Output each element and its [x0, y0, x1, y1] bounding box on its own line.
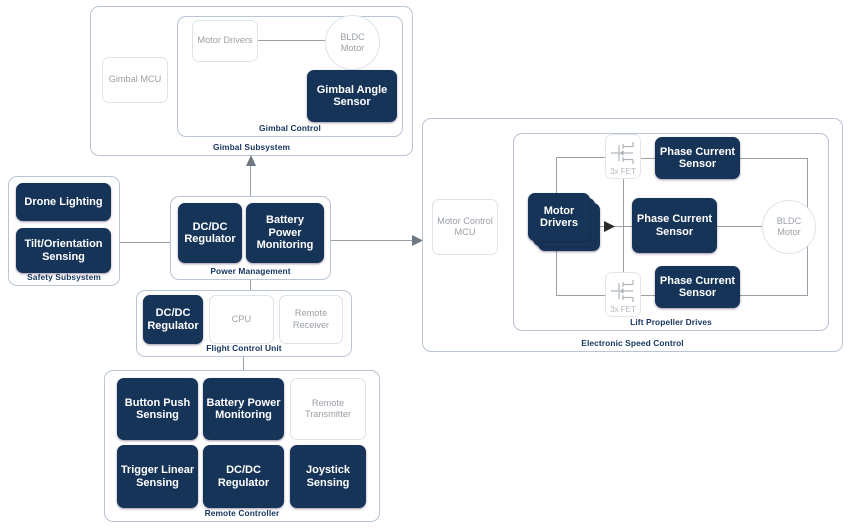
- block-fcu-cpu[interactable]: CPU: [209, 295, 274, 344]
- fet-bottom-label: 3x FET: [610, 305, 636, 314]
- block-fcu-remote-receiver[interactable]: Remote Receiver: [279, 295, 343, 344]
- block-rc-trigger-linear-sensing[interactable]: Trigger Linear Sensing: [117, 445, 198, 508]
- mosfet-icon: [611, 280, 634, 302]
- arrowhead-pm-to-esc: [412, 235, 423, 246]
- group-label-power-management: Power Management: [210, 266, 291, 276]
- block-gimbal-bldc-motor[interactable]: BLDC Motor: [325, 15, 380, 70]
- arrowhead-pm-to-gimbal: [246, 155, 256, 166]
- group-label-safety-subsystem: Safety Subsystem: [27, 272, 101, 282]
- wire-fet-bottom-to-pcs-bottom: [640, 295, 656, 297]
- wire-right-bottom-up: [807, 226, 809, 295]
- gimbal-bldc-motor-line2: Motor: [340, 42, 365, 53]
- mosfet-icon: [611, 142, 634, 164]
- block-gimbal-motor-drivers[interactable]: Motor Drivers: [192, 20, 258, 62]
- block-motor-control-mcu[interactable]: Motor Control MCU: [432, 199, 498, 255]
- block-fet-top[interactable]: 3x FET: [605, 134, 641, 179]
- block-phase-current-sensor-top[interactable]: Phase Current Sensor: [655, 137, 740, 179]
- wire-right-top-down: [807, 158, 809, 226]
- group-label-remote-controller: Remote Controller: [204, 508, 280, 518]
- wire-md-to-pcs-mid: [594, 226, 636, 228]
- fet-top-label: 3x FET: [610, 167, 636, 176]
- block-pm-battery-power-monitoring[interactable]: Battery Power Monitoring: [246, 203, 324, 263]
- block-rc-battery-power-monitoring[interactable]: Battery Power Monitoring: [203, 378, 284, 440]
- wire-pm-to-esc: [331, 240, 413, 242]
- block-rc-joystick-sensing[interactable]: Joystick Sensing: [290, 445, 366, 508]
- wire-safety-to-pm: [120, 242, 170, 244]
- group-label-electronic-speed-control: Electronic Speed Control: [581, 338, 684, 348]
- group-label-gimbal-subsystem: Gimbal Subsystem: [213, 142, 290, 152]
- block-pm-dcdc-regulator[interactable]: DC/DC Regulator: [178, 203, 242, 263]
- motor-drivers-front[interactable]: Motor Drivers: [528, 193, 590, 241]
- group-label-gimbal-control: Gimbal Control: [259, 123, 321, 133]
- block-fet-bottom[interactable]: 3x FET: [605, 272, 641, 317]
- block-gimbal-mcu[interactable]: Gimbal MCU: [102, 57, 168, 103]
- wire-esc-bus-to-fet-bottom: [556, 295, 608, 297]
- block-esc-bldc-motor[interactable]: BLDC Motor: [762, 200, 816, 254]
- block-esc-motor-drivers[interactable]: Motor Drivers: [528, 193, 606, 259]
- wire-esc-bus-to-fet-top: [556, 157, 608, 159]
- arrowhead-md-to-pcs-mid: [604, 221, 615, 232]
- block-phase-current-sensor-bottom[interactable]: Phase Current Sensor: [655, 266, 740, 308]
- wire-pcs-top-to-right: [740, 158, 808, 160]
- block-rc-remote-transmitter[interactable]: Remote Transmitter: [290, 378, 366, 440]
- group-label-flight-control-unit: Flight Control Unit: [206, 343, 282, 353]
- block-rc-button-push-sensing[interactable]: Button Push Sensing: [117, 378, 198, 440]
- block-fcu-dcdc-regulator[interactable]: DC/DC Regulator: [143, 295, 203, 344]
- block-rc-dcdc-regulator[interactable]: DC/DC Regulator: [203, 445, 284, 508]
- wire-pcs-mid-to-bldc: [716, 226, 764, 228]
- block-phase-current-sensor-mid[interactable]: Phase Current Sensor: [632, 198, 717, 253]
- wire-pm-to-fcu: [250, 280, 252, 290]
- wire-pcs-bottom-to-right: [740, 295, 808, 297]
- block-gimbal-angle-sensor[interactable]: Gimbal Angle Sensor: [307, 70, 397, 122]
- wire-gimbal-md-to-bldc: [257, 40, 325, 42]
- gimbal-bldc-motor-line1: BLDC: [340, 31, 365, 42]
- wire-fcu-to-rc: [243, 357, 245, 370]
- block-tilt-orientation-sensing[interactable]: Tilt/Orientation Sensing: [16, 228, 111, 273]
- wire-fet-top-to-pcs-top: [640, 158, 656, 160]
- wire-pm-to-gimbal: [250, 164, 252, 207]
- block-drone-lighting[interactable]: Drone Lighting: [16, 183, 111, 221]
- group-label-lift-propeller-drives: Lift Propeller Drives: [630, 317, 712, 327]
